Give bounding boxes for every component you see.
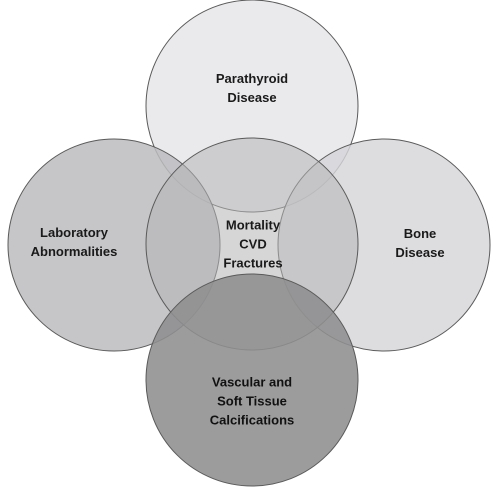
label-line: Laboratory: [40, 225, 108, 240]
label-laboratory-abnormalities: Laboratory Abnormalities: [31, 223, 118, 261]
label-line: Fractures: [223, 255, 283, 271]
label-line: Abnormalities: [30, 244, 118, 259]
circle-vascular-soft-tissue-calcifications: [145, 273, 359, 487]
label-line: Soft Tissue: [217, 393, 287, 409]
label-bone-disease: Bone Disease: [395, 224, 444, 262]
label-line: Parathyroid: [215, 71, 289, 86]
label-line: CVD: [239, 236, 267, 252]
label-line: Disease: [395, 245, 445, 260]
label-line: Vascular and: [211, 374, 293, 390]
label-parathyroid-disease: Parathyroid Disease: [216, 69, 288, 107]
label-vascular-soft-tissue-calcifications: Vascular and Soft Tissue Calcifications: [210, 373, 295, 430]
label-line: Mortality: [225, 217, 281, 233]
label-line: Bone: [403, 226, 437, 241]
label-mortality-cvd-fractures: Mortality CVD Fractures: [223, 216, 282, 273]
label-line: Calcifications: [209, 412, 295, 428]
label-line: Disease: [227, 90, 277, 105]
